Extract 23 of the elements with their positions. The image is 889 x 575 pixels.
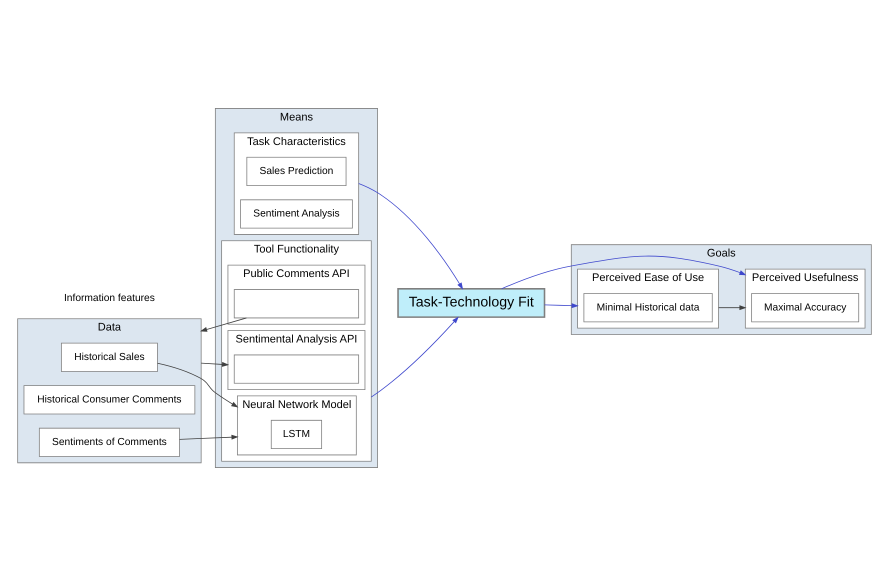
arrow [718, 304, 747, 310]
arrow [200, 361, 230, 366]
arrow [370, 316, 459, 397]
arrow [544, 302, 579, 308]
node-box: Sentiments of Comments [38, 427, 180, 456]
node-box: Sentiment Analysis [240, 198, 353, 228]
node-box: Maximal Accuracy [751, 292, 860, 322]
node-box [234, 288, 360, 318]
node-box: Historical Sales [60, 342, 158, 372]
label: Information features [64, 292, 155, 304]
node-box: Sales Prediction [246, 156, 346, 186]
cluster: Public Comments API [228, 264, 366, 324]
arrow [157, 362, 238, 408]
node-box: LSTM [270, 419, 322, 449]
node-box: Task-Technology Fit [397, 288, 546, 318]
node-box: Historical Consumer Comments [24, 384, 196, 414]
node-box: Minimal Historical data [584, 292, 713, 322]
node-box [234, 354, 360, 384]
arrow [179, 434, 239, 440]
arrow [501, 255, 746, 289]
arrow [200, 317, 247, 332]
cluster: Sentimental Analysis API [228, 330, 366, 390]
arrow [358, 182, 464, 290]
